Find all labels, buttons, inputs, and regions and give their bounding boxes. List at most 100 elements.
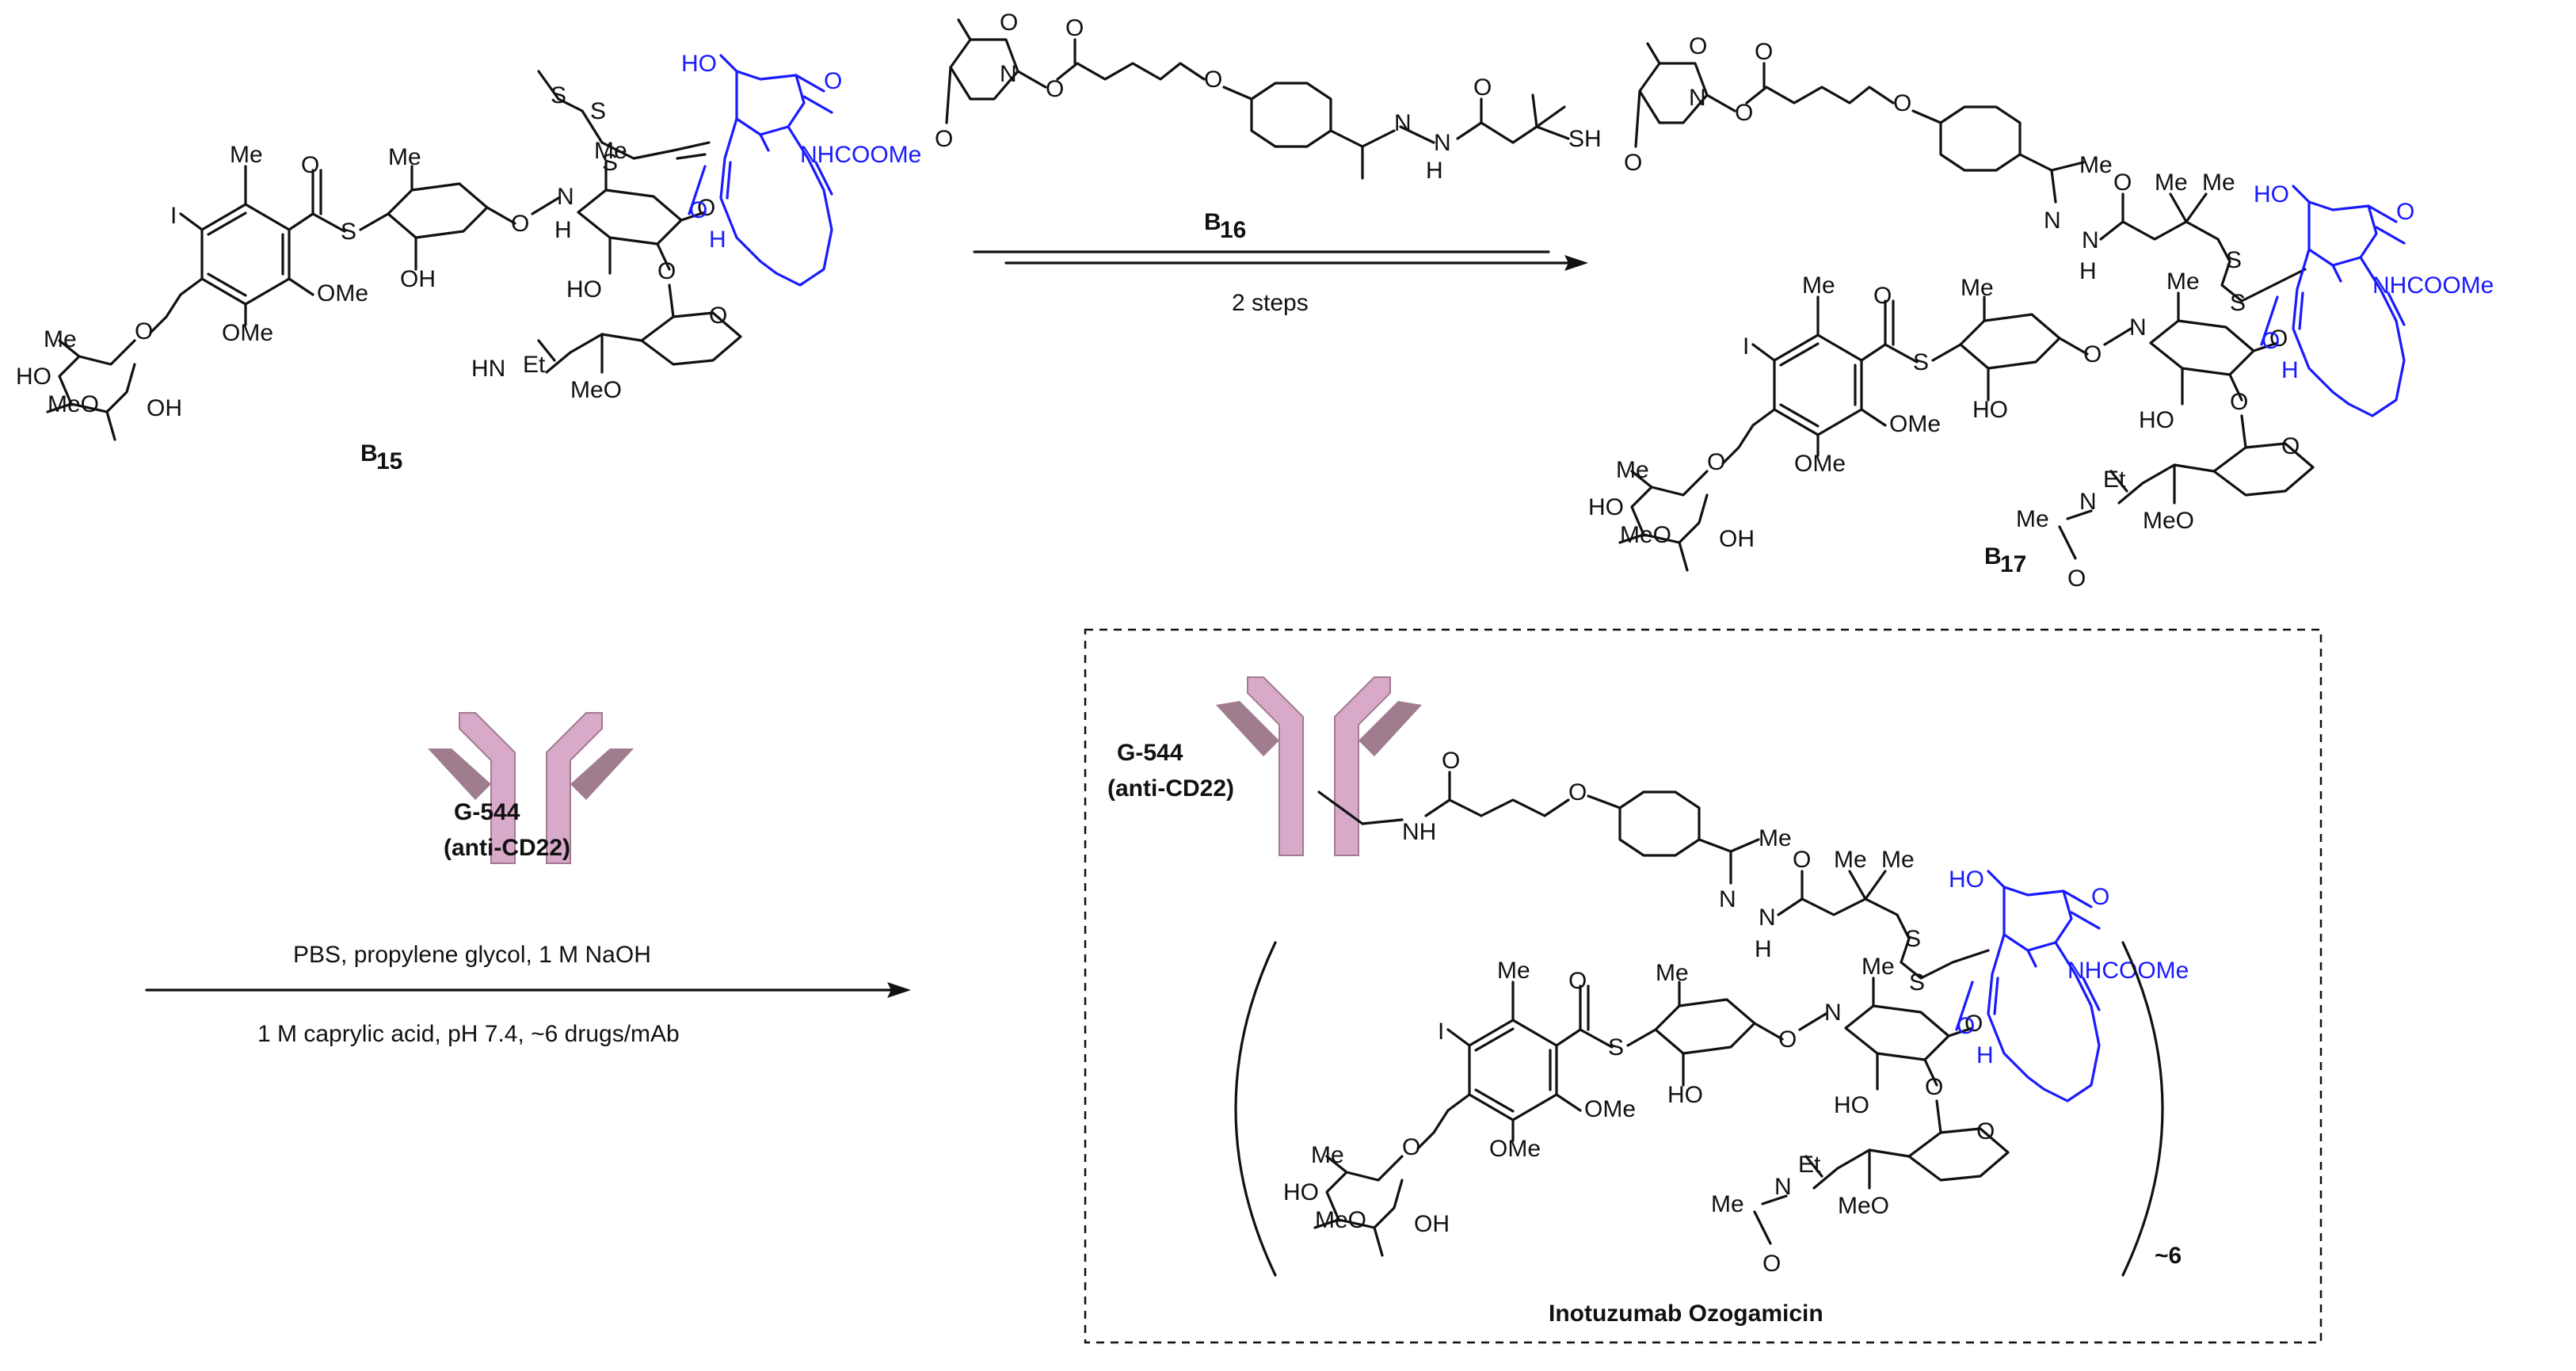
atom-b17-o-ester: O <box>1735 100 1753 126</box>
atom-b17-me-b: Me <box>2202 169 2235 196</box>
reaction2-conditions-above: PBS, propylene glycol, 1 M NaOH <box>293 942 651 968</box>
atom-prod-h: H <box>1755 936 1772 962</box>
atom-b17-ho-rham: HO <box>1588 494 1624 520</box>
atom-b17-n-acetyl: N <box>2079 489 2097 515</box>
atom-b17-oh-rham: OH <box>1719 526 1755 552</box>
atom-b17-o-link: O <box>2083 341 2102 368</box>
atom-o-rham: O <box>135 318 153 345</box>
atom-oh-rham: OH <box>147 395 182 421</box>
atom-me-sugar: Me <box>388 144 421 170</box>
atom-i: I <box>170 203 177 229</box>
atom-b17-ome-2: OMe <box>1794 451 1846 477</box>
bracket-left <box>1234 941 1277 1277</box>
atom-b17-n-link: N <box>2129 314 2147 341</box>
atom-prod-me-2: Me <box>1862 954 1895 980</box>
atom-b16-o-ether: O <box>1204 67 1222 93</box>
atom-hn: HN <box>471 356 505 382</box>
atom-prod-me-hydrazone: Me <box>1759 825 1792 851</box>
atom-prod-ho-rham: HO <box>1283 1179 1319 1205</box>
label-b16-main: B <box>1204 209 1221 235</box>
atom-prod-oh-rham: OH <box>1414 1211 1450 1237</box>
atom-prod-ome-1: OMe <box>1584 1096 1636 1122</box>
atom-b17-me-sugar: Me <box>1961 275 1994 301</box>
atom-n-link: N <box>557 184 574 210</box>
atom-prod-o-amide2: O <box>1793 847 1811 873</box>
atom-o-ketone: O <box>824 68 842 94</box>
atom-b17-o: O <box>1873 283 1892 309</box>
atom-prod-et: Et <box>1798 1152 1821 1178</box>
atom-prod-meo-rham: MeO <box>1315 1207 1366 1233</box>
compound-b17: O O N O O O Me N N H O Me Me S <box>1588 33 2494 592</box>
atom-prod-s1: S <box>1905 926 1921 952</box>
label-b15-main: B <box>360 440 378 467</box>
atom-b17-o-2: O <box>2230 389 2248 415</box>
atom-b17-n2: N <box>2082 227 2099 253</box>
atom-s2: S <box>590 98 606 124</box>
atom-prod-ho-enediyne: HO <box>1949 866 1984 893</box>
atom-b17-i: I <box>1743 333 1749 360</box>
atom-ho-enediyne: HO <box>681 51 717 77</box>
atom-b16-n: N <box>1000 61 1017 87</box>
atom-b17-me-rham: Me <box>1616 457 1649 483</box>
compound-b15: S S S Me I O S OMe OMe Me OH O N H Me HO… <box>16 51 921 474</box>
antibody-target: (anti-CD22) <box>444 835 570 861</box>
atom-prod-n-link: N <box>1824 1000 1842 1026</box>
atom-prod-meo: MeO <box>1838 1193 1889 1219</box>
atom-b17-o-ring: O <box>2269 326 2288 352</box>
atom-b17-o-acetyl: O <box>2067 566 2086 592</box>
atom-me-2: Me <box>594 138 627 164</box>
arrow-reaction-1: 2 steps <box>973 250 1588 316</box>
atom-b17-o-carbonyl: O <box>1755 39 1773 65</box>
atom-b17-nhcoome: NHCOOMe <box>2372 272 2494 299</box>
atom-b17-h: H <box>2079 258 2097 284</box>
atom-meo: MeO <box>570 377 622 403</box>
atom-b16-o-bottom: O <box>935 126 953 152</box>
atom-b16-o-amide: O <box>1473 74 1492 101</box>
atom-b17-o-ether: O <box>1893 90 1911 116</box>
atom-prod-o-ketone: O <box>2091 884 2109 910</box>
atom-b17-n1: N <box>2044 208 2061 234</box>
atom-prod-me-a: Me <box>1834 847 1867 873</box>
arrow-reaction-2: PBS, propylene glycol, 1 M NaOH 1 M capr… <box>145 942 911 1047</box>
atom-b17-n: N <box>1689 85 1706 111</box>
atom-prod-o-3: O <box>1976 1118 1995 1144</box>
atom-b16-o-carbonyl: O <box>1065 15 1084 41</box>
atom-prod-me-sugar: Me <box>1656 960 1689 986</box>
atom-et: Et <box>523 352 546 378</box>
label-b15-sub: 15 <box>376 448 402 474</box>
atom-b17-h-enediyne: H <box>2281 357 2299 383</box>
atom-meo-rham: MeO <box>48 391 99 417</box>
atom-b17-ho-enediyne: HO <box>2254 181 2289 208</box>
atom-prod-s2: S <box>1909 969 1925 996</box>
atom-b16-sh: SH <box>1568 126 1602 152</box>
atom-b17-s2: S <box>2230 290 2246 316</box>
atom-prod-nhcoome: NHCOOMe <box>2067 958 2189 984</box>
atom-prod-i: I <box>1438 1019 1444 1045</box>
atom-prod-me: Me <box>1497 958 1530 984</box>
atom-b17-me-2: Me <box>2166 268 2200 295</box>
label-b16-sub: 16 <box>1220 217 1246 243</box>
label-b17-main: B <box>1984 543 2002 569</box>
atom-s3: S <box>602 150 618 176</box>
label-b17-sub: 17 <box>2000 551 2026 577</box>
atom-prod-o-ring: O <box>1964 1011 1983 1037</box>
atom-b17-o-amide: O <box>2113 169 2132 196</box>
product-name: Inotuzumab Ozogamicin <box>1549 1301 1823 1327</box>
atom-b17-ho: HO <box>2139 407 2174 433</box>
atom-o-link: O <box>511 211 529 237</box>
atom-prod-ho: HO <box>1834 1092 1869 1118</box>
atom-nhcoome: NHCOOMe <box>800 142 921 168</box>
atom-prod-n2: N <box>1759 904 1776 931</box>
atom-h-link: H <box>554 217 572 243</box>
atom-b17-s1: S <box>2226 247 2242 273</box>
atom-prod-o-acetyl: O <box>1762 1251 1781 1277</box>
atom-s1: S <box>551 82 566 109</box>
atom-b17-o-glyc: O <box>2262 328 2280 354</box>
atom-prod-o-link: O <box>1778 1026 1797 1053</box>
atom-prod-o: O <box>1568 968 1587 994</box>
bracket-right <box>2121 941 2164 1277</box>
atom-s: S <box>341 219 356 245</box>
atom-oh-1: OH <box>400 266 436 292</box>
atom-o-glyc: O <box>689 197 707 223</box>
